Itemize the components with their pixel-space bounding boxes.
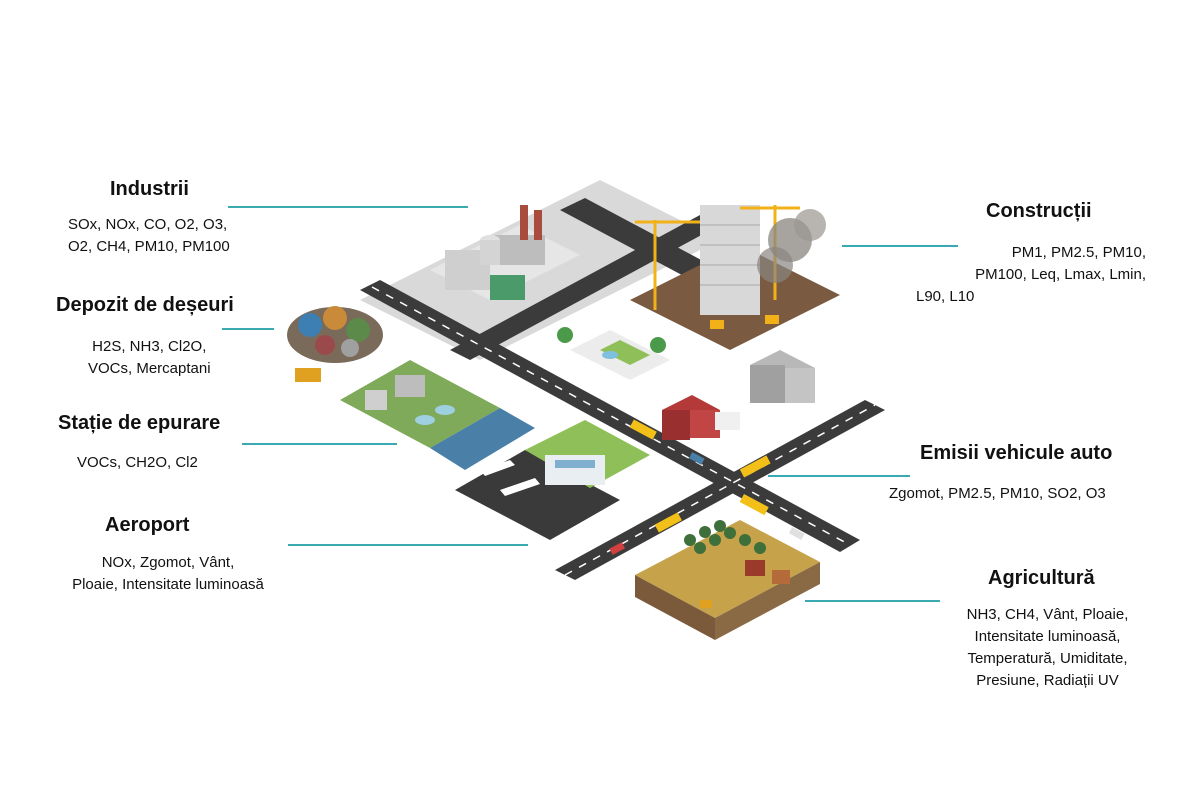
param-line: Ploaie, Intensitate luminoasă (72, 576, 264, 593)
red-building-icon (662, 395, 740, 440)
water-treatment-icon (340, 360, 535, 470)
leader-line-industrii (228, 206, 468, 208)
airport-icon (455, 420, 650, 540)
traffic-icon (609, 419, 805, 555)
param-line: VOCs, Mercaptani (88, 360, 211, 377)
param-line: Zgomot, PM2.5, PM10, SO2, O3 (889, 485, 1106, 502)
farm-icon (635, 520, 820, 640)
leader-line-constructii (842, 245, 958, 247)
leader-line-depozit (222, 328, 274, 330)
category-params-depozit: H2S, NH3, Cl2O, VOCs, Mercaptani (88, 336, 211, 380)
category-title-constructii: Construcții (986, 200, 1092, 222)
category-params-agricultura: NH3, CH4, Vânt, Ploaie, Intensitate lumi… (950, 604, 1145, 692)
construction-site-icon (630, 205, 840, 350)
category-params-aeroport: NOx, Zgomot, Vânt, Ploaie, Intensitate l… (55, 552, 281, 596)
param-line: Presiune, Radiații UV (976, 672, 1119, 689)
param-line: H2S, NH3, Cl2O, (92, 338, 207, 355)
park-icon (557, 327, 670, 380)
road-network (360, 180, 885, 580)
param-line: VOCs, CH2O, Cl2 (77, 454, 198, 471)
category-title-emisii: Emisii vehicule auto (920, 442, 1113, 464)
category-params-constructii: PM1, PM2.5, PM10, PM100, Leq, Lmax, Lmin… (916, 242, 1146, 308)
category-title-aeroport: Aeroport (105, 514, 190, 536)
category-params-statie: VOCs, CH2O, Cl2 (77, 452, 198, 474)
office-building-icon (750, 350, 815, 403)
leader-line-statie (242, 443, 397, 445)
category-title-industrii: Industrii (110, 178, 189, 200)
param-line: NH3, CH4, Vânt, Ploaie, (966, 606, 1129, 623)
category-title-agricultura: Agricultură (988, 567, 1095, 589)
param-line: Temperatură, Umiditate, (967, 650, 1128, 667)
factory-icon (430, 205, 580, 300)
landfill-icon (287, 306, 383, 382)
leader-line-emisii (768, 475, 910, 477)
param-line: L90, L10 (916, 288, 975, 305)
category-params-emisii: Zgomot, PM2.5, PM10, SO2, O3 (889, 483, 1106, 505)
category-title-depozit: Depozit de deșeuri (56, 294, 234, 316)
category-params-industrii: SOx, NOx, CO, O2, O3, O2, CH4, PM10, PM1… (68, 214, 230, 258)
param-line: O2, CH4, PM10, PM100 (68, 238, 230, 255)
param-line: PM1, PM2.5, PM10, (1011, 244, 1146, 261)
param-line: SOx, NOx, CO, O2, O3, (68, 216, 228, 233)
param-line: PM100, Leq, Lmax, Lmin, (975, 266, 1146, 283)
param-line: Intensitate luminoasă, (974, 628, 1121, 645)
leader-line-aeroport (288, 544, 528, 546)
param-line: NOx, Zgomot, Vânt, (101, 554, 235, 571)
category-title-statie: Stație de epurare (58, 412, 221, 434)
leader-line-agricultura (805, 600, 940, 602)
